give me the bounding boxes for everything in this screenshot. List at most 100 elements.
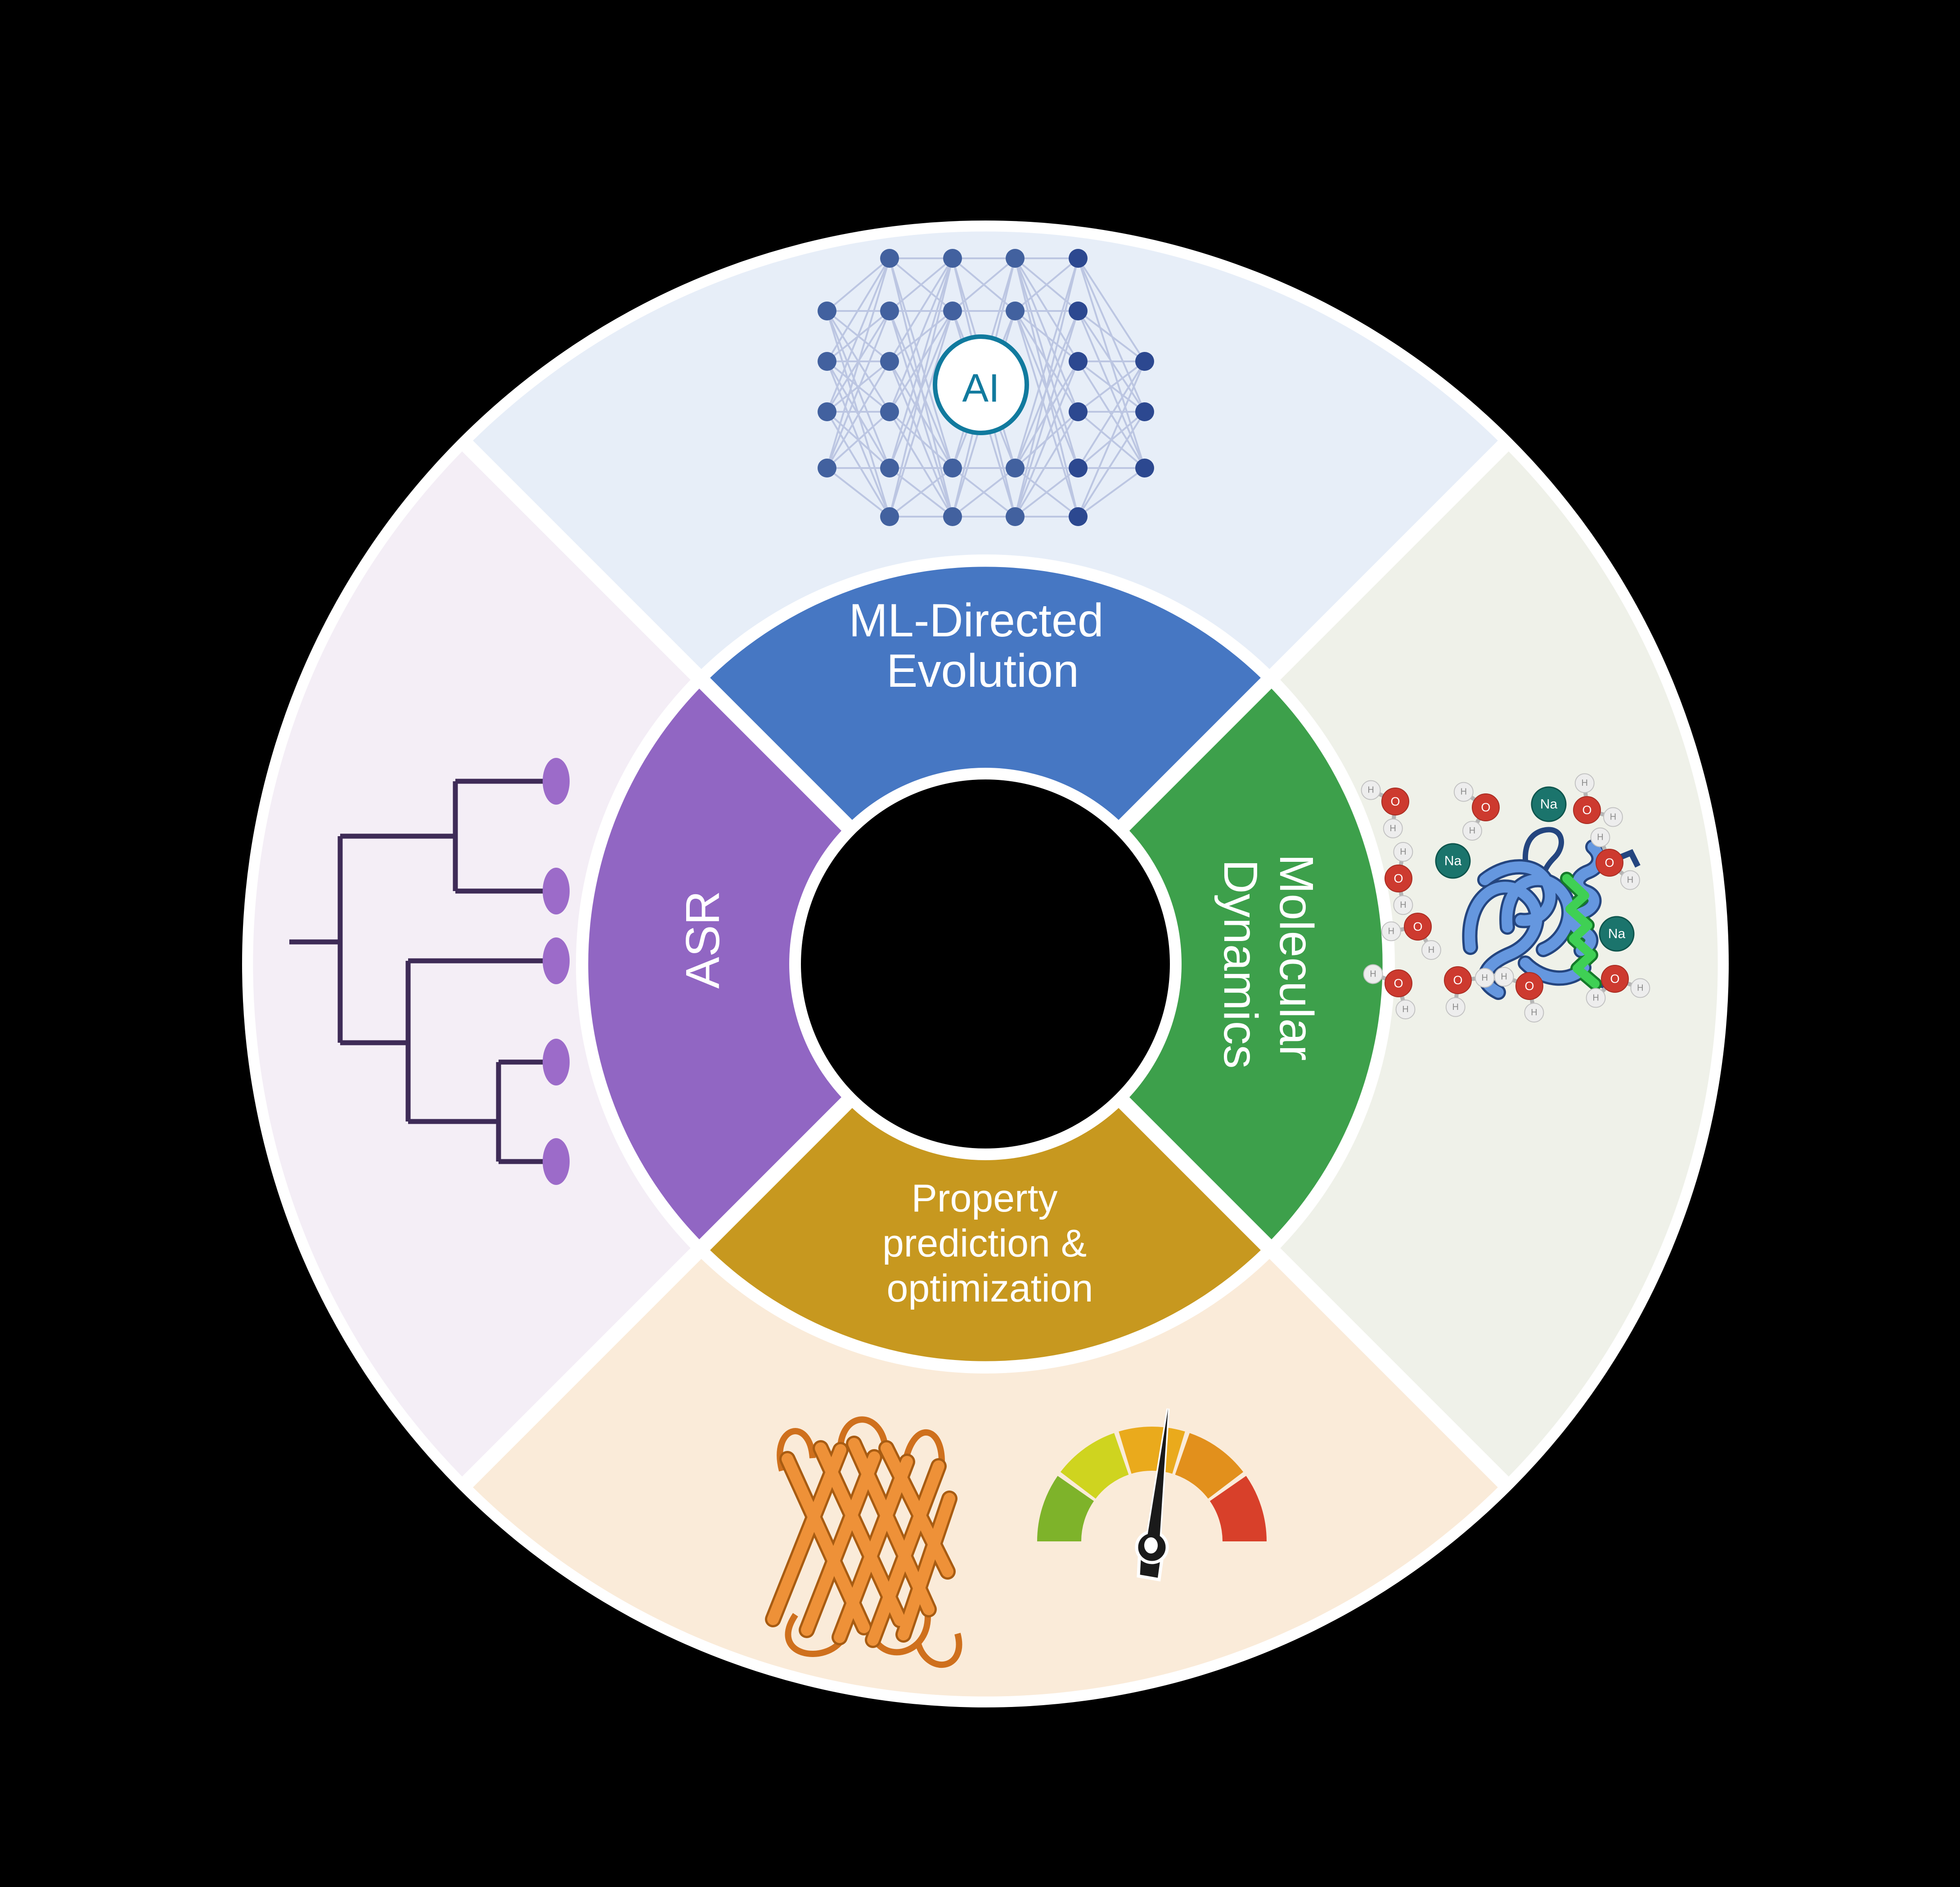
neural-node <box>943 507 962 526</box>
neural-network-nodes <box>818 249 1154 526</box>
neural-node <box>1135 352 1154 371</box>
neural-node <box>880 402 899 421</box>
water-molecule: HHO <box>1444 966 1495 1017</box>
oxygen-atom <box>1385 969 1412 997</box>
hydrogen-label: H <box>1627 875 1633 885</box>
oxygen-atom <box>1573 796 1601 824</box>
arc-label-line: Molecular <box>1270 854 1323 1061</box>
arc-label-ml-directed-evolution: ML-Directed Evolution <box>849 594 1116 697</box>
arc-label-property-prediction: Property prediction & optimization <box>882 1177 1097 1310</box>
hydrogen-atom <box>1590 827 1610 847</box>
gauge-needle-top <box>1146 1409 1168 1547</box>
hydrogen-label: H <box>1610 812 1616 822</box>
arc-label-line: Property <box>912 1177 1058 1220</box>
oxygen-atom <box>1472 793 1500 821</box>
water-molecule: H H O <box>1381 913 1441 960</box>
hydrogen-atom <box>1586 988 1606 1008</box>
water-molecule: HHO <box>1590 827 1640 890</box>
hydrogen-label: H <box>1428 945 1434 955</box>
water-molecule: H H O <box>1385 842 1413 915</box>
water-molecule: HHO <box>1361 780 1409 838</box>
hydrogen-label: H <box>1370 969 1376 979</box>
tree-leaf <box>543 868 570 914</box>
arc-molecular-dynamics <box>985 683 1383 1245</box>
divider-sw <box>458 1080 870 1492</box>
neural-network-illustration: AI <box>818 249 1154 526</box>
oxygen-label: O <box>1524 979 1534 993</box>
tree-leaf <box>543 758 570 805</box>
arc-label-line: Evolution <box>886 645 1079 697</box>
arc-label-line: ML-Directed <box>849 594 1103 647</box>
sodium-atom <box>1531 786 1567 822</box>
oxygen-label: O <box>1413 920 1422 933</box>
hydrogen-label: H <box>1582 778 1588 788</box>
water-molecule: HHO <box>1453 782 1500 841</box>
neural-node <box>818 402 836 421</box>
neural-node <box>880 459 899 477</box>
divider-se <box>1101 1080 1513 1492</box>
gauge-segment-red <box>1209 1476 1267 1541</box>
gauge-segment-green <box>1037 1476 1094 1541</box>
neural-node <box>1069 249 1088 268</box>
sodium-atom <box>1435 843 1471 879</box>
ai-circle <box>933 334 1029 435</box>
sodium-label: Na <box>1444 854 1462 869</box>
gauge-hub-center <box>1144 1537 1158 1554</box>
hydrogen-atom <box>1381 921 1401 941</box>
tree-leaf <box>543 1138 570 1185</box>
neural-node <box>1069 459 1088 477</box>
hydrogen-label: H <box>1597 833 1603 842</box>
neural-node <box>943 459 962 477</box>
hydrogen-atom <box>1620 870 1640 890</box>
quadrant-dividers <box>458 436 1513 1492</box>
tree-leaf <box>543 937 570 984</box>
oxygen-atom <box>1596 849 1623 877</box>
arc-label-line: ASR <box>676 891 729 989</box>
oxygen-atom <box>1601 965 1629 993</box>
water-molecule: HHO <box>1573 773 1623 827</box>
neural-node <box>1006 459 1025 477</box>
gauge-segment-amber <box>1119 1427 1185 1474</box>
hydrogen-atom <box>1383 818 1403 838</box>
hydrogen-label: H <box>1531 1008 1537 1018</box>
neural-node <box>880 507 899 526</box>
gauge-segment-orange <box>1175 1433 1244 1499</box>
hydrogen-label: H <box>1367 785 1374 795</box>
hydrogen-atom <box>1393 895 1413 915</box>
arc-label-line: prediction & <box>882 1222 1087 1265</box>
tree-leaf <box>543 1039 570 1085</box>
neural-node <box>943 249 962 268</box>
hydrogen-label: H <box>1452 1002 1459 1012</box>
neural-node <box>1069 302 1088 320</box>
hydrogen-label: H <box>1400 847 1406 857</box>
hydrogen-label: H <box>1469 826 1475 836</box>
oxygen-atom <box>1515 972 1543 1000</box>
neural-node <box>1069 402 1088 421</box>
hydrogen-label: H <box>1592 993 1599 1003</box>
neural-node <box>880 352 899 371</box>
hydrogen-label: H <box>1482 973 1488 983</box>
hydrogen-label: H <box>1461 787 1467 797</box>
arc-property-prediction <box>705 964 1266 1361</box>
hydrogen-atom <box>1361 780 1381 800</box>
hydrogen-atom <box>1630 978 1650 998</box>
divider-ne <box>1101 436 1513 848</box>
neural-node <box>1069 507 1088 526</box>
neural-network-edges <box>826 257 1146 518</box>
neural-node <box>818 302 836 320</box>
divider-nw <box>458 436 870 848</box>
gauge-illustration <box>1037 1408 1267 1582</box>
hydrogen-atom <box>1393 842 1413 862</box>
beta-barrel-illustration <box>773 1416 962 1668</box>
oxygen-label: O <box>1394 872 1403 885</box>
hydrogen-atom <box>1395 999 1416 1019</box>
water-molecule: HHO <box>1494 967 1544 1023</box>
neural-node <box>1069 352 1088 371</box>
oxygen-label: O <box>1394 977 1403 990</box>
hydrogen-label: H <box>1388 926 1394 936</box>
hydrogen-atom <box>1421 940 1441 960</box>
hydrogen-label: H <box>1400 900 1406 910</box>
sodium-ion: Na <box>1599 916 1635 952</box>
